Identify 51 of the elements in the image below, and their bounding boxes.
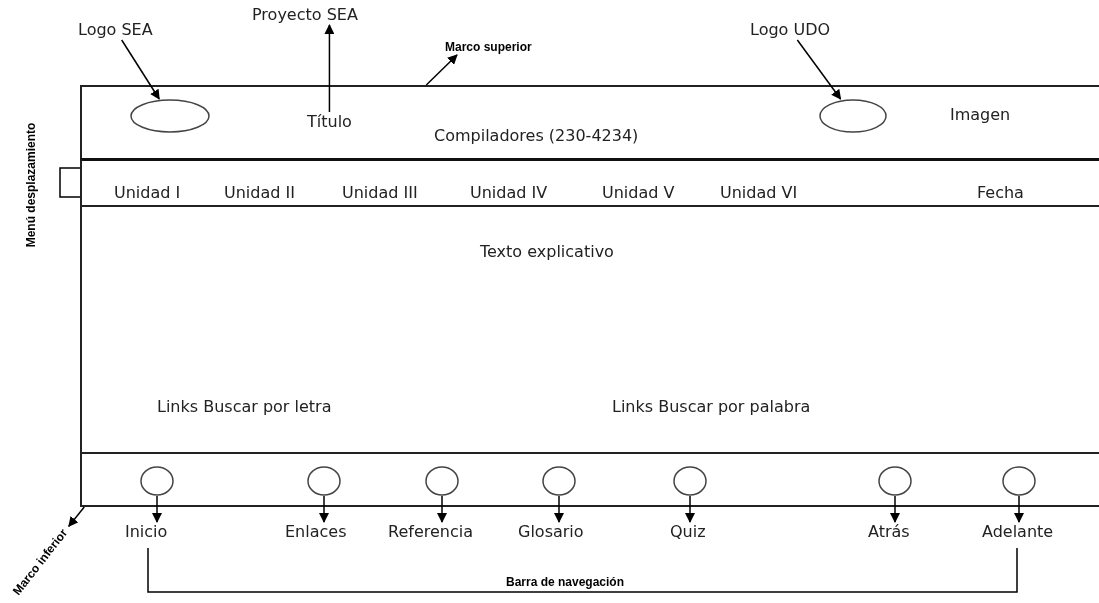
text-label: Atrás xyxy=(868,522,910,542)
placeholder-ellipse xyxy=(542,466,576,496)
text-label: Inicio xyxy=(125,522,168,542)
text-label: Glosario xyxy=(518,522,584,542)
placeholder-ellipse xyxy=(673,466,707,496)
text-label: Unidad II xyxy=(224,183,295,203)
arrow xyxy=(554,495,564,523)
annotation-label: Menú desplazamiento xyxy=(24,121,38,250)
placeholder-ellipse xyxy=(130,99,210,133)
text-label: Fecha xyxy=(977,183,1024,203)
text-label: Texto explicativo xyxy=(480,242,614,262)
frame-band xyxy=(80,158,1099,205)
arrow xyxy=(120,39,160,100)
annotation-label: Barra de navegación xyxy=(504,575,626,589)
text-label: Unidad V xyxy=(602,183,675,203)
text-label: Unidad IV xyxy=(470,183,548,203)
text-label: Links Buscar por palabra xyxy=(612,397,811,417)
text-label: Links Buscar por letra xyxy=(157,397,332,417)
arrow xyxy=(324,24,335,113)
text-label: Unidad III xyxy=(342,183,418,203)
text-label: Imagen xyxy=(950,105,1011,125)
text-label: Enlaces xyxy=(285,522,347,542)
arrow xyxy=(437,495,447,523)
frame-band xyxy=(80,205,1099,452)
text-label: Unidad VI xyxy=(720,183,798,203)
text-label: Referencia xyxy=(388,522,473,542)
arrow xyxy=(152,495,162,523)
text-label: Título xyxy=(307,112,352,132)
annotation-label: Marco superior xyxy=(445,40,532,54)
arrow xyxy=(796,39,842,100)
placeholder-ellipse xyxy=(1002,466,1036,496)
text-label: Logo UDO xyxy=(750,20,831,40)
text-label: Proyecto SEA xyxy=(252,5,358,25)
leader-arrow xyxy=(68,506,85,527)
arrow xyxy=(1014,495,1024,523)
text-label: Adelante xyxy=(982,522,1054,542)
placeholder-ellipse xyxy=(425,466,459,496)
placeholder-ellipse xyxy=(307,466,341,496)
placeholder-ellipse xyxy=(878,466,912,496)
leader-arrow xyxy=(425,54,458,86)
text-label: Quiz xyxy=(670,522,706,542)
text-label: Unidad I xyxy=(114,183,181,203)
placeholder-ellipse xyxy=(140,466,174,496)
arrow xyxy=(890,495,900,523)
text-label: Compiladores (230-4234) xyxy=(434,126,639,146)
frame-band xyxy=(80,452,1099,507)
placeholder-ellipse xyxy=(819,99,887,133)
arrow xyxy=(685,495,695,523)
frame-band xyxy=(80,85,1099,158)
text-label: Logo SEA xyxy=(78,20,153,40)
arrow xyxy=(319,495,329,523)
